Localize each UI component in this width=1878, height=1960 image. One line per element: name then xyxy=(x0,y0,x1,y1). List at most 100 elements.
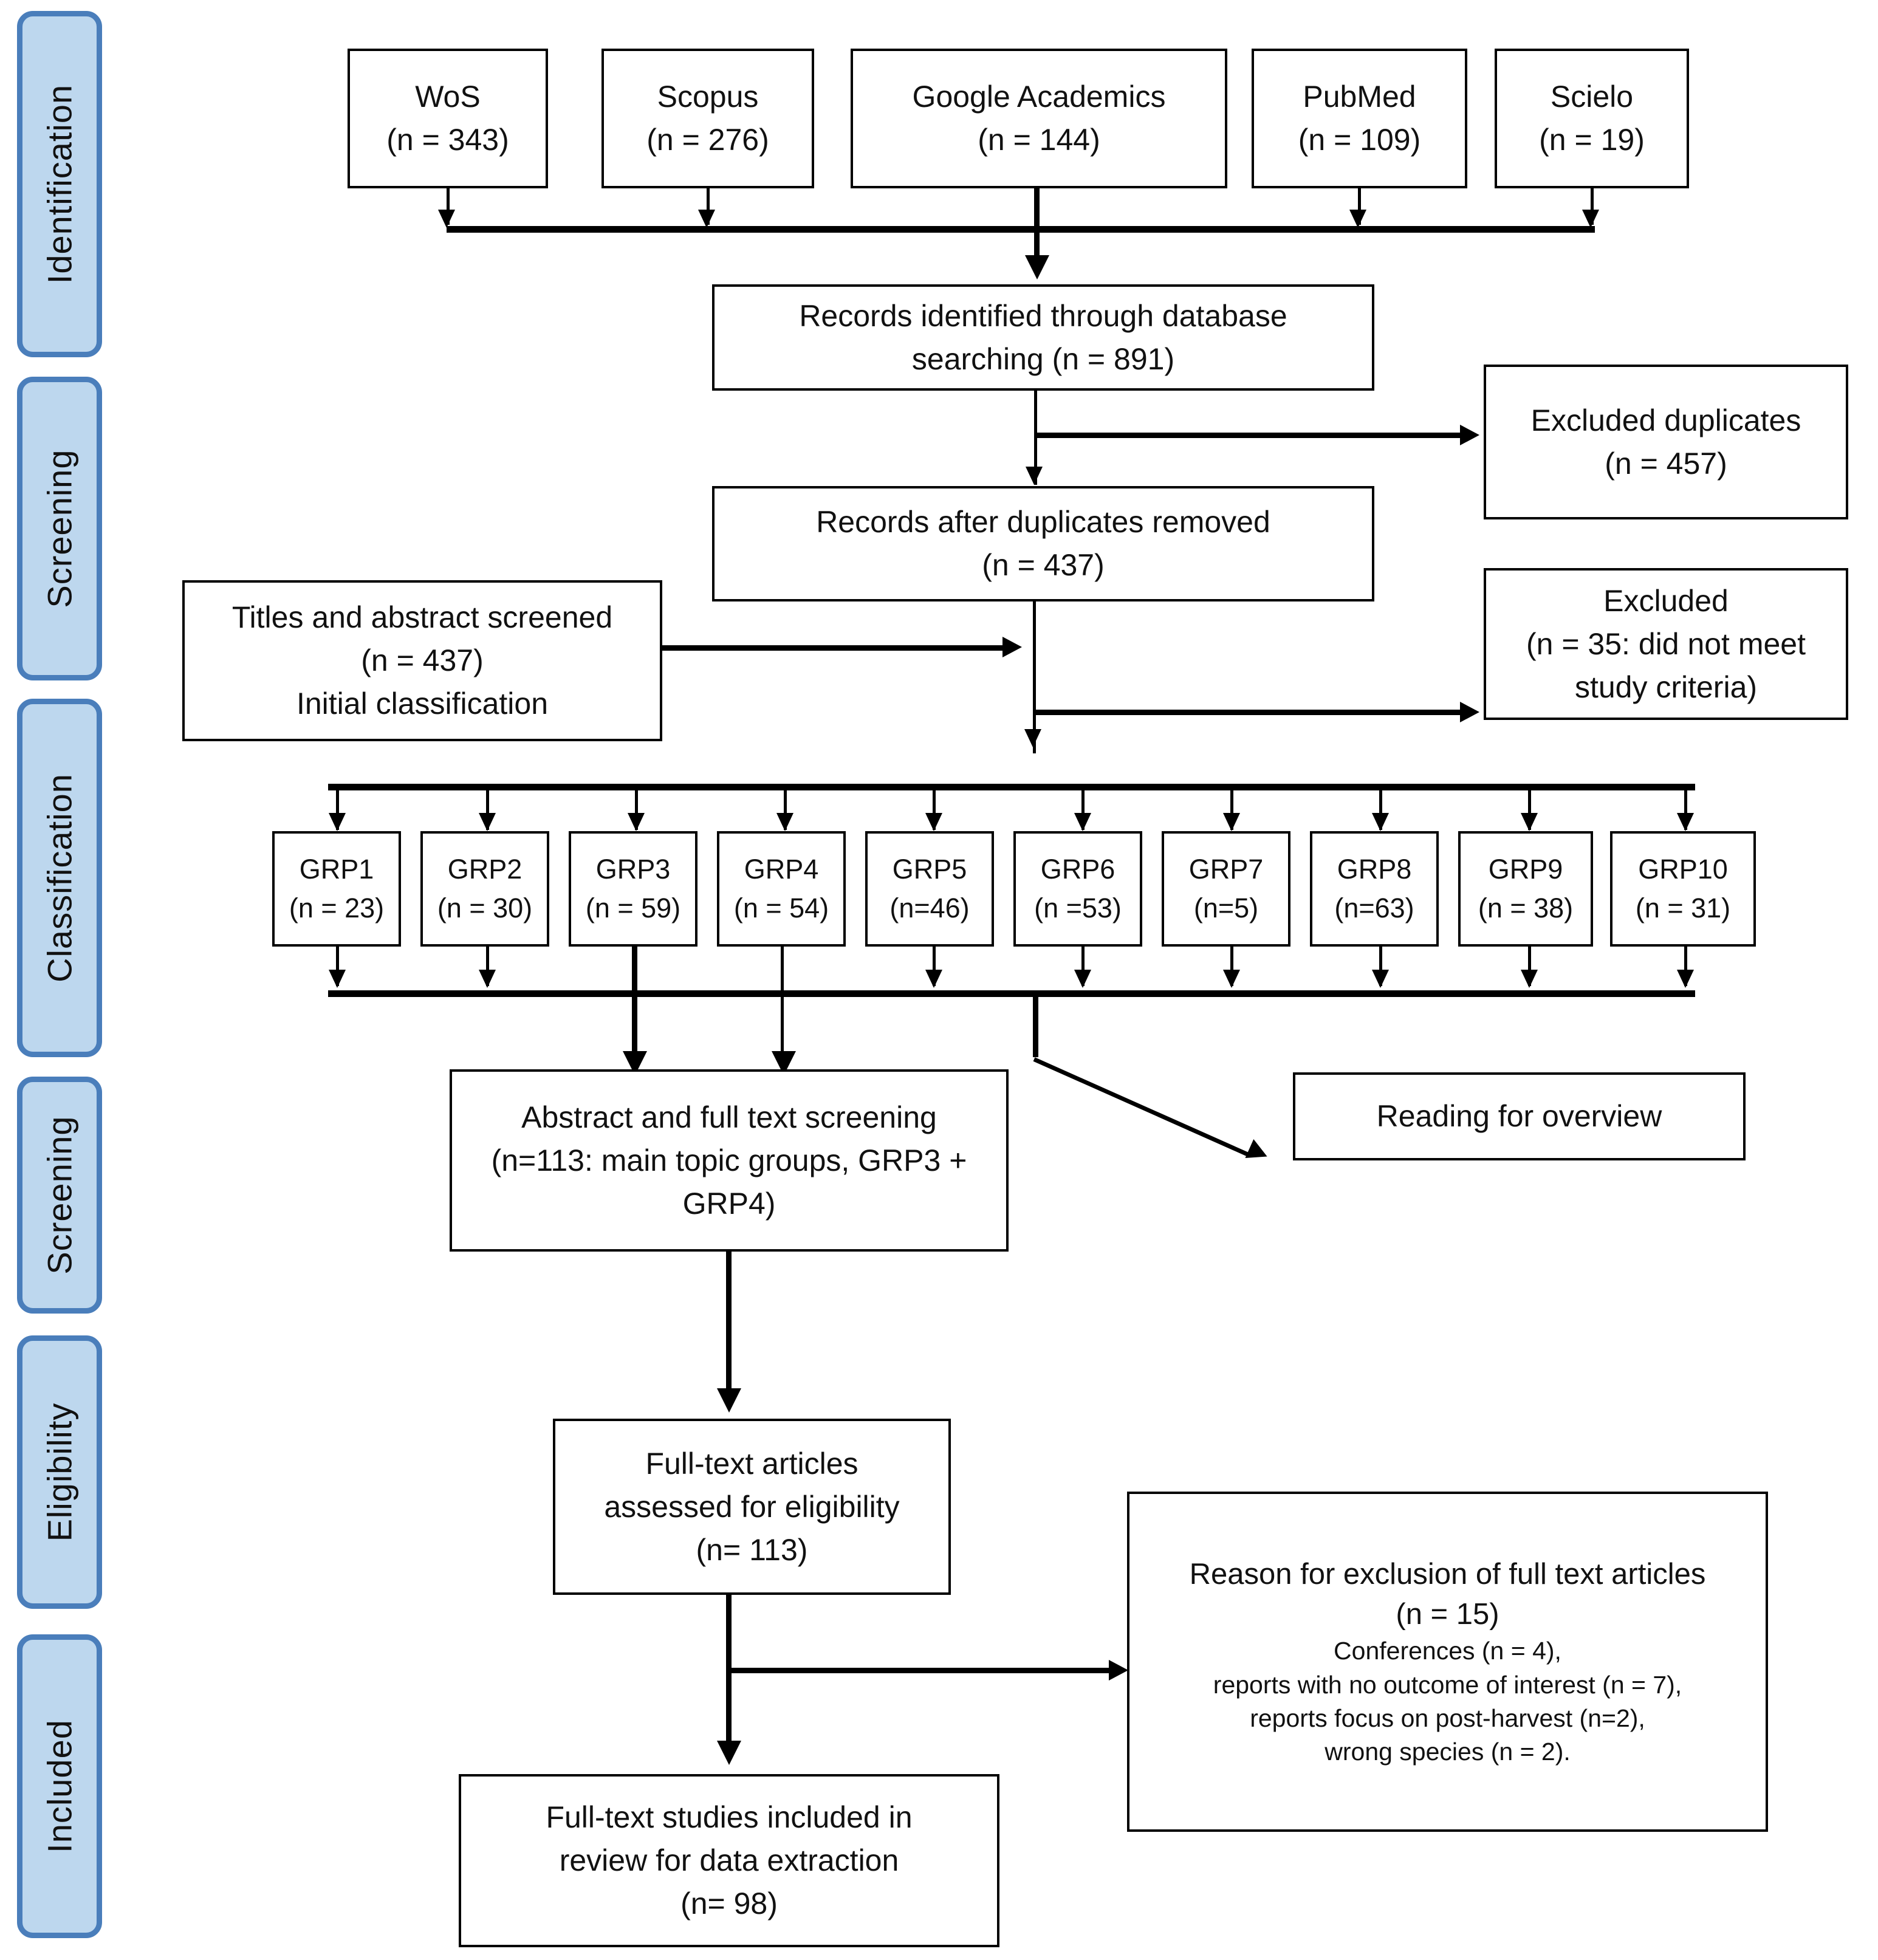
arrowhead-scielo-down xyxy=(1582,210,1599,228)
connector-group-1-in xyxy=(336,787,339,830)
group-count-grp6: (n =53) xyxy=(1034,893,1122,923)
arrowhead-trunk-to-excluded-criteria xyxy=(1460,702,1479,722)
group-count-grp8: (n=63) xyxy=(1334,893,1414,923)
source-box-google-academics: Google Academics (n = 144) xyxy=(851,49,1227,188)
group-box-grp6: GRP6 (n =53) xyxy=(1013,831,1142,947)
records-identified-line1: Records identified through database xyxy=(799,298,1287,333)
connector-group-2-in xyxy=(486,787,489,830)
arrowhead-group-5-out xyxy=(925,970,942,988)
stage-label-eligibility: Eligibility xyxy=(40,1402,79,1542)
stage-label-screening-2: Screening xyxy=(40,1115,79,1275)
group-box-grp4: GRP4 (n = 54) xyxy=(717,831,846,947)
titles-screened-line3: Initial classification xyxy=(296,687,549,721)
group-name-grp4: GRP4 xyxy=(744,854,819,885)
arrowhead-group-1-in xyxy=(329,813,346,831)
arrowhead-identified-down xyxy=(1026,467,1043,485)
arrowhead-sources-to-identified xyxy=(1025,255,1049,279)
reason-exclusion-line5: reports focus on post-harvest (n=2), xyxy=(1250,1704,1645,1733)
arrowhead-group-6-out xyxy=(1074,970,1091,988)
box-excluded-criteria: Excluded (n = 35: did not meet study cri… xyxy=(1484,568,1848,720)
connector-scielo-down xyxy=(1591,188,1594,225)
group-count-grp7: (n=5) xyxy=(1193,893,1259,923)
connector-group-7-in xyxy=(1230,787,1233,830)
abstract-screening-line3: GRP4) xyxy=(682,1186,776,1221)
source-box-pubmed: PubMed (n = 109) xyxy=(1252,49,1467,188)
stage-pill-eligibility: Eligibility xyxy=(17,1335,102,1609)
box-titles-abstract-screened: Titles and abstract screened (n = 437) I… xyxy=(182,580,662,741)
source-count-scopus: (n = 276) xyxy=(646,123,769,157)
connector-group-10-out xyxy=(1684,947,1687,986)
excluded-duplicates-line1: Excluded duplicates xyxy=(1530,403,1801,437)
reason-exclusion-line4: reports with no outcome of interest (n =… xyxy=(1213,1670,1682,1699)
arrowhead-group-2-out xyxy=(479,970,496,988)
arrowhead-eligibility-to-included xyxy=(717,1741,741,1765)
group-box-grp3: GRP3 (n = 59) xyxy=(569,831,697,947)
group-count-grp3: (n = 59) xyxy=(585,893,681,923)
excluded-criteria-line2: (n = 35: did not meet xyxy=(1526,626,1806,661)
arrowhead-group-4-in xyxy=(776,813,793,831)
connector-group-7-out xyxy=(1230,947,1233,986)
connector-merge-to-overview-diagonal xyxy=(1033,1057,1252,1158)
collector-bar-sources xyxy=(447,226,1595,233)
arrowhead-group-9-in xyxy=(1521,813,1538,831)
arrowhead-scopus-down xyxy=(698,210,715,228)
source-count-google-academics: (n = 144) xyxy=(978,123,1100,157)
group-name-grp10: GRP10 xyxy=(1638,854,1728,885)
fulltext-assessed-line1: Full-text articles xyxy=(645,1446,858,1481)
connector-group-1-out xyxy=(336,947,339,986)
connector-group-8-out xyxy=(1379,947,1382,986)
stage-pill-included: Included xyxy=(17,1634,102,1938)
group-box-grp9: GRP9 (n = 38) xyxy=(1458,831,1593,947)
group-count-grp9: (n = 38) xyxy=(1478,893,1574,923)
group-name-grp3: GRP3 xyxy=(595,854,671,885)
arrowhead-group-9-out xyxy=(1521,970,1538,988)
fulltext-included-line3: (n= 98) xyxy=(680,1886,778,1921)
stage-label-screening-1: Screening xyxy=(40,449,79,608)
fulltext-included-line1: Full-text studies included in xyxy=(546,1800,913,1834)
connector-group-6-out xyxy=(1081,947,1085,986)
excluded-criteria-line3: study criteria) xyxy=(1574,670,1758,704)
connector-pubmed-down xyxy=(1358,188,1361,225)
group-name-grp8: GRP8 xyxy=(1337,854,1412,885)
arrowhead-group-8-in xyxy=(1372,813,1389,831)
source-count-wos: (n = 343) xyxy=(386,123,509,157)
fulltext-included-line2: review for data extraction xyxy=(559,1843,899,1877)
arrowhead-eligibility-to-reasons xyxy=(1109,1660,1128,1681)
source-name-pubmed: PubMed xyxy=(1303,80,1416,114)
connector-group-4-in xyxy=(784,787,787,830)
arrowhead-group-10-out xyxy=(1677,970,1694,988)
connector-grp3-to-screening xyxy=(632,947,637,1068)
abstract-screening-line1: Abstract and full text screening xyxy=(521,1100,937,1134)
stage-pill-screening-2: Screening xyxy=(17,1077,102,1314)
group-name-grp7: GRP7 xyxy=(1188,854,1264,885)
group-box-grp1: GRP1 (n = 23) xyxy=(272,831,401,947)
excluded-duplicates-line2: (n = 457) xyxy=(1605,446,1727,481)
group-count-grp1: (n = 23) xyxy=(289,893,385,923)
excluded-criteria-line1: Excluded xyxy=(1603,583,1729,618)
stage-label-included: Included xyxy=(40,1719,79,1853)
connector-sources-to-identified xyxy=(1034,188,1040,270)
group-name-grp1: GRP1 xyxy=(299,854,374,885)
box-fulltext-included: Full-text studies included in review for… xyxy=(459,1774,999,1947)
source-count-scielo: (n = 19) xyxy=(1539,123,1645,157)
arrowhead-after-dupes-trunk xyxy=(1024,729,1041,747)
connector-group-9-out xyxy=(1528,947,1531,986)
stage-pill-classification: Classification xyxy=(17,699,102,1057)
connector-after-dupes-trunk xyxy=(1033,601,1036,753)
group-name-grp2: GRP2 xyxy=(447,854,523,885)
reason-exclusion-line6: wrong species (n = 2). xyxy=(1325,1738,1571,1766)
arrowhead-group-5-in xyxy=(925,813,942,831)
source-box-wos: WoS (n = 343) xyxy=(348,49,548,188)
source-box-scielo: Scielo (n = 19) xyxy=(1495,49,1689,188)
stage-label-classification: Classification xyxy=(40,773,79,982)
connector-titles-to-trunk xyxy=(662,645,1006,651)
connector-group-6-in xyxy=(1081,787,1085,830)
connector-group-8-in xyxy=(1379,787,1382,830)
group-name-grp5: GRP5 xyxy=(892,854,967,885)
group-name-grp6: GRP6 xyxy=(1040,854,1115,885)
connector-eligibility-to-included xyxy=(726,1595,732,1756)
fulltext-assessed-line3: (n= 113) xyxy=(696,1532,808,1567)
arrowhead-group-1-out xyxy=(329,970,346,988)
group-count-grp10: (n = 31) xyxy=(1635,893,1731,923)
